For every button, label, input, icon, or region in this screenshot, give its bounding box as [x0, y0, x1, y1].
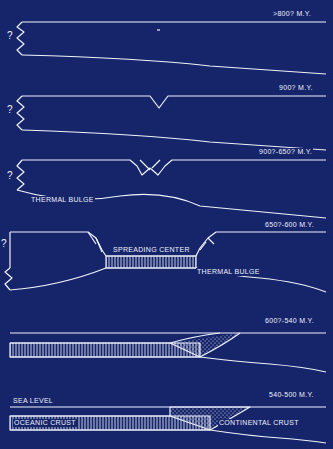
feature-label: SEA LEVEL [12, 397, 54, 405]
stage-age: >800? M.Y. [272, 10, 312, 18]
feature-label: THERMAL BULGE [30, 196, 95, 204]
stage-age: 600?-540 M.Y. [264, 317, 315, 325]
stage-age: 900? M.Y. [278, 84, 314, 92]
feature-label: CONTINENTAL CRUST [218, 419, 300, 427]
stage-age: 540-500 M.Y. [268, 391, 315, 399]
uncertain-mark: ? [6, 30, 14, 41]
feature-label: SPREADING CENTER [112, 246, 191, 254]
stage-age: 650?-600 M.Y. [264, 221, 315, 229]
uncertain-mark: ? [6, 104, 14, 115]
stage-age: 900?-650? M.Y. [258, 148, 313, 156]
uncertain-mark: ? [6, 170, 14, 181]
uncertain-mark: ? [0, 238, 8, 249]
feature-label: OCEANIC CRUST [13, 419, 77, 427]
feature-label: THERMAL BULGE [196, 268, 261, 276]
